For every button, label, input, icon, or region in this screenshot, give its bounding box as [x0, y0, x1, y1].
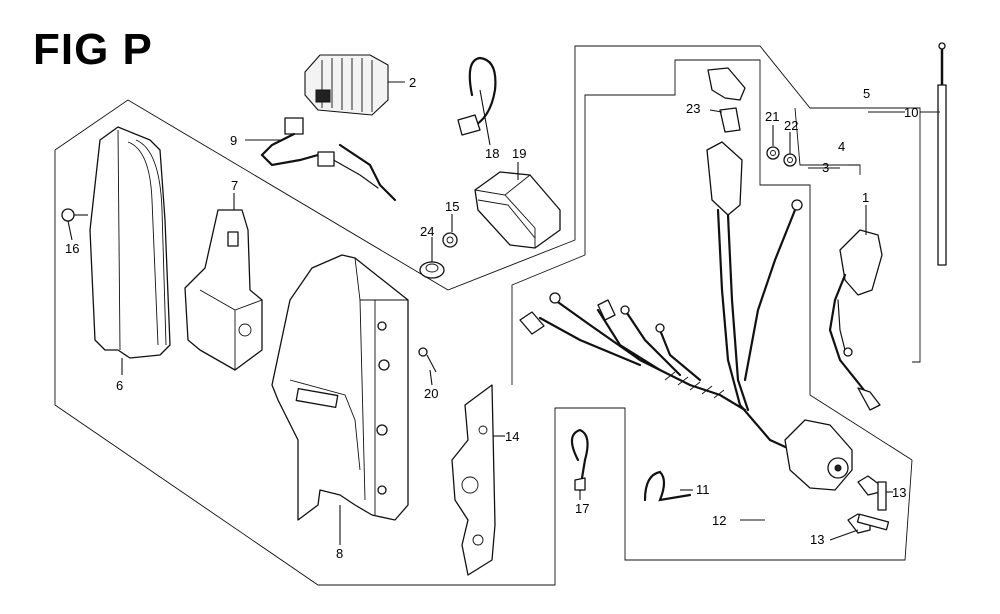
- callout-16: 16: [65, 241, 79, 256]
- callout-5: 5: [863, 86, 870, 101]
- part-23-fuse: [706, 67, 746, 216]
- callout-12: 12: [712, 513, 726, 528]
- callout-21: 21: [765, 109, 779, 124]
- callout-1: 1: [862, 190, 869, 205]
- callout-22: 22: [784, 118, 798, 133]
- part-15-nut: [442, 232, 458, 248]
- callout-3: 3: [822, 160, 829, 175]
- callout-18: 18: [485, 146, 499, 161]
- part-6-cover: [89, 126, 171, 359]
- part-12-main-harness: [519, 199, 803, 452]
- callout-7: 7: [231, 178, 238, 193]
- callout-24: 24: [420, 224, 434, 239]
- callout-19: 19: [512, 146, 526, 161]
- part-18-band: [457, 56, 497, 136]
- callout-2: 2: [409, 75, 416, 90]
- figure-title: FIG P: [33, 25, 153, 74]
- callout-13-lower: 13: [810, 532, 824, 547]
- leader-lines: [67, 81, 940, 545]
- callout-23: 23: [686, 101, 700, 116]
- part-11-clip: [643, 470, 692, 502]
- callout-14: 14: [505, 429, 519, 444]
- part-2-regulator: [304, 54, 389, 116]
- part-13-key-upper: [857, 475, 887, 511]
- switch-body: [784, 419, 853, 491]
- part-22-washer: [783, 153, 797, 167]
- part-21-nut: [766, 146, 780, 160]
- callout-4: 4: [838, 139, 845, 154]
- callout-20: 20: [424, 386, 438, 401]
- part-17-clip: [570, 428, 589, 492]
- callout-labels: 1 2 3 4 5 6 7 8 9 10 11 12 13 13 14 15 1…: [65, 75, 918, 561]
- part-13-key-lower: [847, 513, 890, 534]
- part-20-screw: [418, 347, 437, 373]
- part-14-plate: [451, 384, 496, 576]
- callout-17: 17: [575, 501, 589, 516]
- callout-11: 11: [696, 482, 710, 497]
- part-16-screw: [61, 208, 88, 222]
- callout-10: 10: [904, 105, 918, 120]
- part-9-harness: [260, 117, 397, 202]
- callout-9: 9: [230, 133, 237, 148]
- callout-13-upper: 13: [892, 485, 906, 500]
- part-10-rod: [937, 42, 947, 266]
- part-1-sensor: [828, 229, 883, 411]
- group-outlines: [54, 45, 921, 586]
- part-19-spacer: [474, 171, 561, 249]
- part-8-control-box: [271, 254, 409, 521]
- part-7-bracket: [184, 209, 263, 371]
- callout-6: 6: [116, 378, 123, 393]
- part-24-clip: [419, 261, 445, 279]
- callout-15: 15: [445, 199, 459, 214]
- callout-8: 8: [336, 546, 343, 561]
